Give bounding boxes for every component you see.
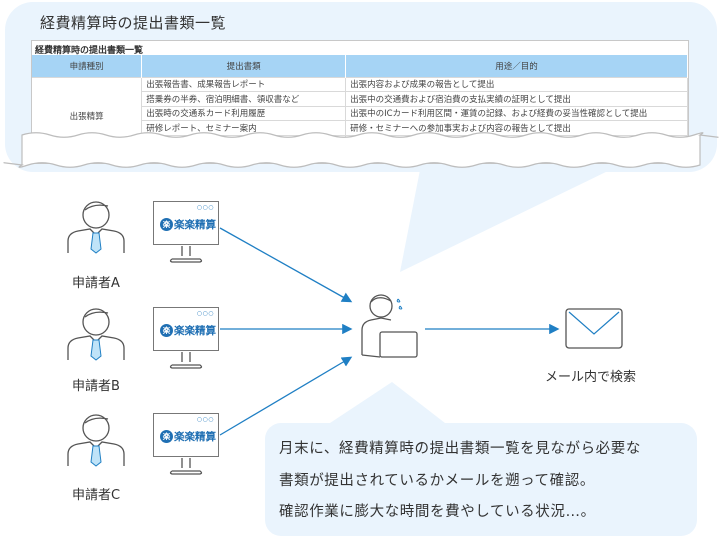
note-line-2: 書類が提出されているかメールを遡って確認。 — [279, 473, 595, 489]
note-speech-bubble: 月末に、経費精算時の提出書類一覧を見ながら必要な 書類が提出されているかメールを… — [265, 423, 697, 536]
panel-title: 経費精算時の提出書類一覧 — [40, 14, 227, 32]
envelope-icon — [565, 308, 623, 349]
column-header-document: 提出書類 — [141, 55, 347, 77]
applicant-b-person-icon — [67, 308, 125, 361]
stressed-person-laptop-icon — [361, 294, 418, 358]
app-monitor-b: ○○○ 楽 楽楽精算 — [153, 307, 219, 351]
applicant-b-label: 申請者B — [72, 379, 120, 394]
app-monitor-a: ○○○ 楽 楽楽精算 — [153, 201, 219, 245]
monitor-stand-b — [169, 352, 203, 369]
app-logo: 楽 楽楽精算 — [160, 323, 216, 338]
app-name: 楽楽精算 — [174, 325, 216, 337]
app-logo: 楽 楽楽精算 — [160, 429, 216, 444]
table-caption: 経費精算時の提出書類一覧 — [35, 46, 144, 56]
app-logo: 楽 楽楽精算 — [160, 217, 216, 232]
window-dots-icon: ○○○ — [196, 204, 214, 211]
window-dots-icon: ○○○ — [196, 310, 214, 317]
brand-badge-icon: 楽 — [160, 430, 173, 443]
mail-search-label: メール内で検索 — [545, 370, 637, 385]
window-dots-icon: ○○○ — [196, 416, 214, 423]
app-monitor-c: ○○○ 楽 楽楽精算 — [153, 413, 219, 457]
monitor-stand-c — [169, 458, 203, 475]
table-row: 出張時の交通系カード利用履歴 出張中のICカード利用区間・運賃の記録、および経費… — [32, 105, 688, 121]
note-line-1: 月末に、経費精算時の提出書類一覧を見ながら必要な — [279, 441, 641, 457]
arrow-a-to-reviewer — [219, 227, 353, 303]
applicant-c-person-icon — [67, 414, 125, 467]
arrow-c-to-reviewer — [219, 356, 353, 436]
brand-badge-icon: 楽 — [160, 218, 173, 231]
app-name: 楽楽精算 — [174, 431, 216, 443]
app-name: 楽楽精算 — [174, 219, 216, 231]
column-header-type: 申請種別 — [32, 55, 143, 77]
note-line-3: 確認作業に膨大な時間を費やしている状況…。 — [279, 504, 596, 520]
applicant-a-label: 申請者A — [72, 276, 120, 291]
brand-badge-icon: 楽 — [160, 324, 173, 337]
monitor-stand-a — [169, 246, 203, 263]
applicant-c-label: 申請者C — [71, 488, 121, 503]
applicant-a-person-icon — [67, 201, 125, 254]
column-header-purpose: 用途／目的 — [345, 55, 688, 77]
